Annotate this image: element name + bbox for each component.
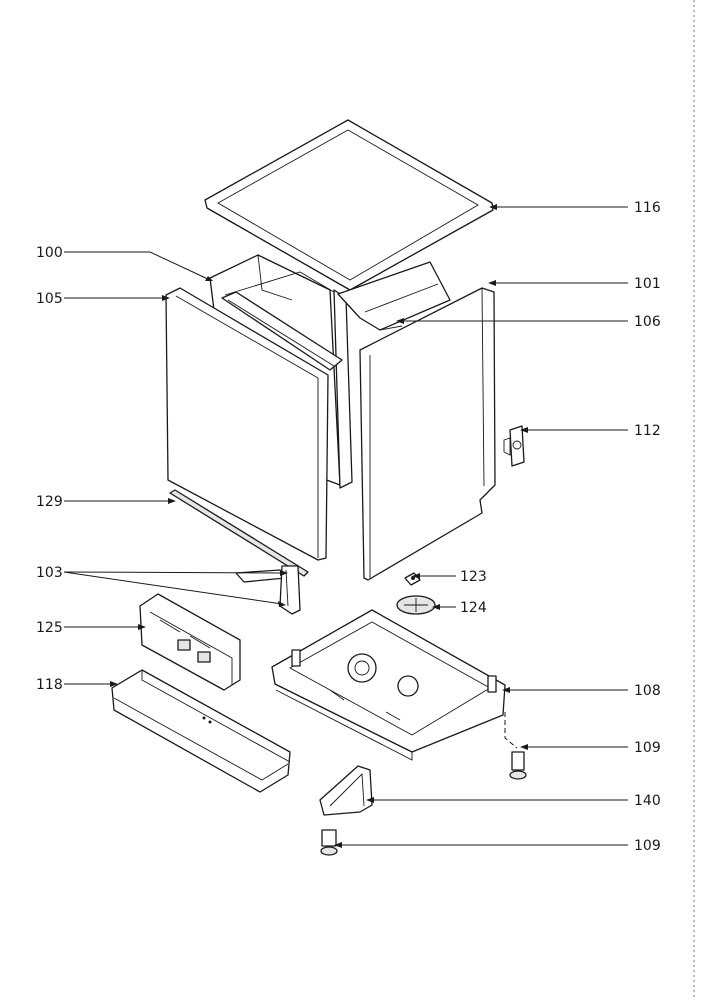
- label-123: 123: [460, 569, 487, 585]
- part-124-disc: [396, 595, 436, 615]
- label-109-lower: 109: [634, 838, 661, 854]
- part-129-plinth-strip: [169, 489, 309, 577]
- part-105-side-panel: [165, 287, 343, 561]
- label-103: 103: [36, 565, 63, 581]
- label-112: 112: [634, 423, 661, 439]
- label-100: 100: [36, 245, 63, 261]
- label-140: 140: [634, 793, 661, 809]
- part-108-base-frame: [271, 609, 506, 761]
- part-116-worktop: [204, 119, 494, 291]
- label-124: 124: [460, 600, 487, 616]
- part-109-foot-lower: [320, 829, 338, 856]
- label-118: 118: [36, 677, 63, 693]
- part-106-top-rail: [337, 261, 451, 331]
- part-125-control-housing: [139, 593, 241, 691]
- label-106: 106: [634, 314, 661, 330]
- label-116: 116: [634, 200, 661, 216]
- leader-lines: [63, 204, 628, 848]
- label-125: 125: [36, 620, 63, 636]
- part-123-clip: [404, 572, 421, 586]
- label-108: 108: [634, 683, 661, 699]
- part-109-foot-upper: [504, 712, 527, 780]
- part-112-hinge: [503, 425, 525, 467]
- part-118-plinth: [111, 669, 291, 793]
- label-101: 101: [634, 276, 661, 292]
- label-109-upper: 109: [634, 740, 661, 756]
- part-101-side-panel: [359, 287, 496, 581]
- label-129: 129: [36, 494, 63, 510]
- part-140-bracket: [319, 765, 373, 816]
- label-105: 105: [36, 291, 63, 307]
